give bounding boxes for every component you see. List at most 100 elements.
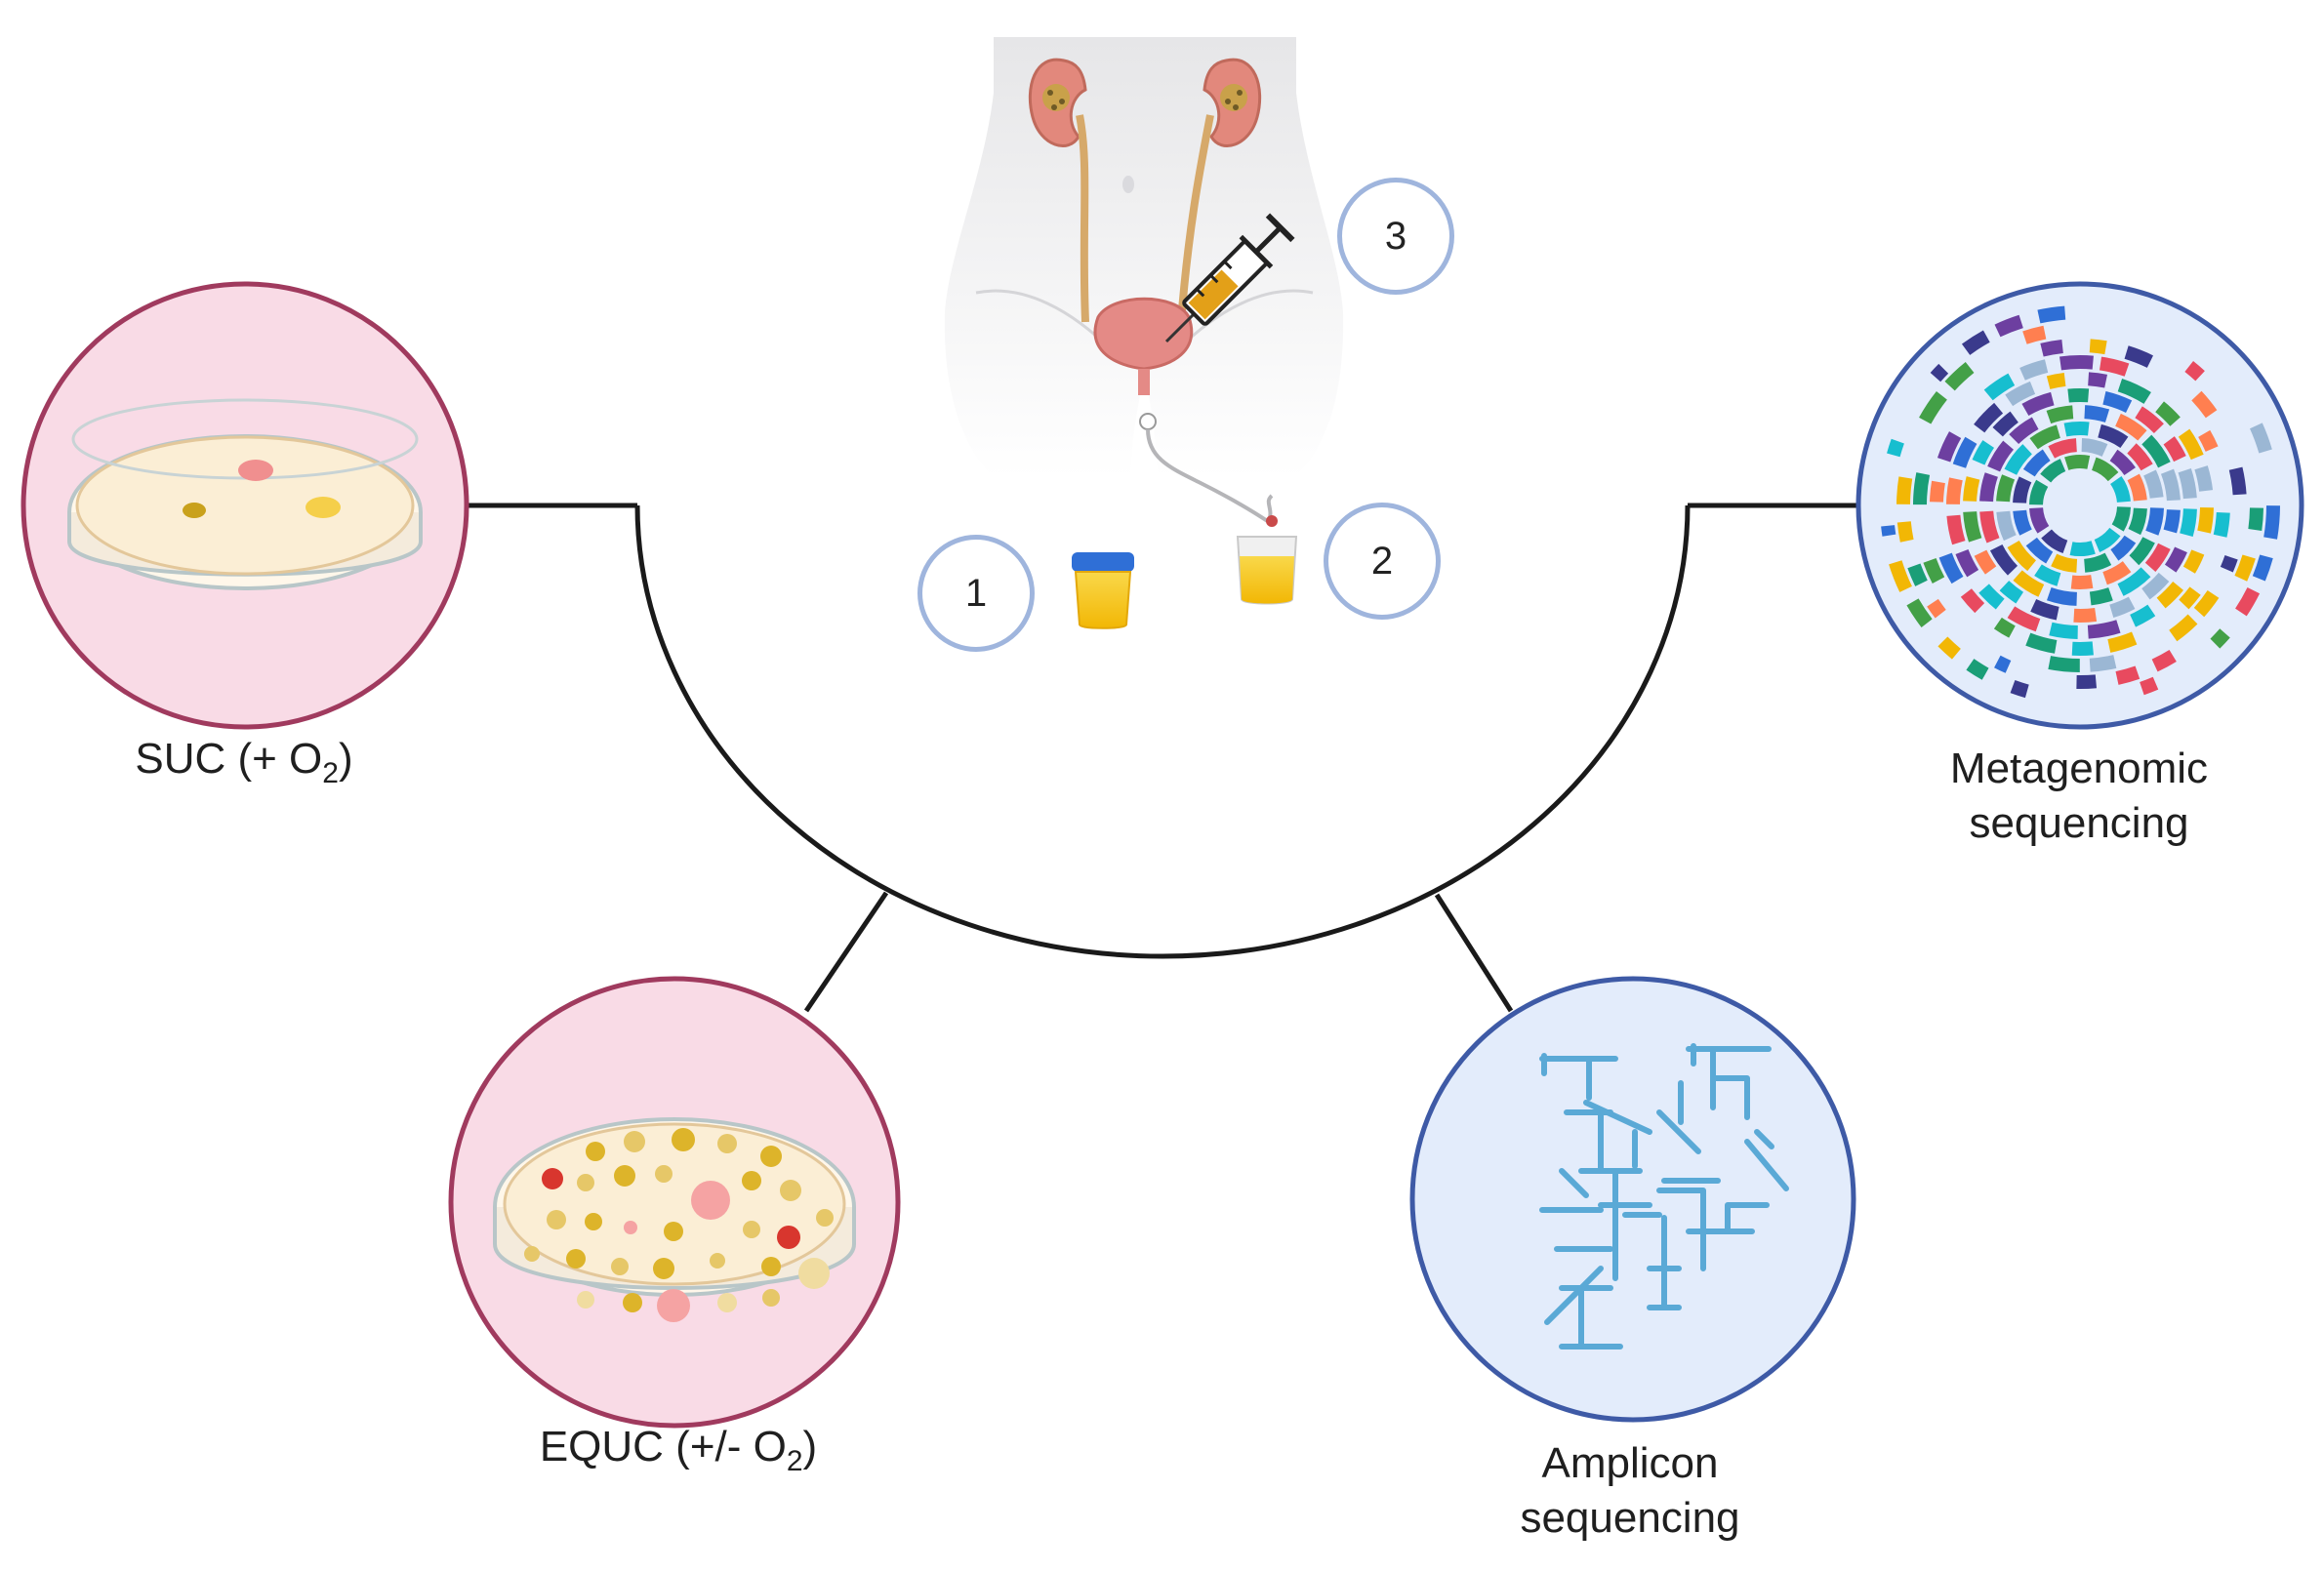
genome-segment — [2263, 505, 2280, 540]
genome-segment — [1927, 598, 1946, 619]
genome-segment — [1994, 314, 2023, 338]
genome-segment — [2117, 567, 2151, 596]
phylogenetic-tree-icon — [1539, 1043, 1789, 1349]
step-1-marker: 1 — [917, 535, 1035, 652]
equc-label: EQUC (+/- O2) — [539, 1423, 818, 1477]
genome-segment — [2037, 305, 2066, 324]
body-silhouette — [944, 37, 1344, 478]
genome-segment — [2163, 436, 2186, 463]
step-2-number: 2 — [1370, 539, 1394, 583]
genome-segment — [2180, 508, 2197, 538]
genome-segment — [1896, 476, 1913, 504]
genome-segment — [1961, 330, 1990, 355]
genome-segment — [1913, 472, 1931, 505]
genome-segment — [2228, 466, 2247, 496]
genome-segment — [2210, 628, 2230, 649]
step-3-marker: 3 — [1337, 178, 1454, 295]
genome-segment — [1896, 521, 1914, 543]
genome-segment — [2182, 549, 2205, 574]
genome-segment — [2194, 465, 2214, 492]
genome-segment — [2127, 443, 2153, 471]
genome-segment — [2049, 622, 2078, 639]
genome-segment — [2197, 506, 2214, 534]
genome-segment — [2071, 641, 2094, 656]
genome-segment — [2022, 449, 2051, 477]
genome-segment — [2145, 507, 2164, 536]
genome-segment — [2234, 554, 2256, 582]
genome-segment — [1955, 548, 1979, 578]
left-kidney — [1028, 58, 1087, 147]
genome-segment — [2102, 560, 2132, 585]
genome-segment — [2144, 543, 2171, 573]
genome-segment — [2124, 345, 2153, 368]
genome-segment — [2063, 422, 2090, 437]
genome-segment — [1963, 510, 1982, 543]
amplicon-circle — [1409, 976, 1856, 1423]
connector-lines — [469, 503, 1857, 1013]
genome-segment — [1996, 474, 2016, 503]
genome-segment — [2252, 554, 2273, 582]
genome-segment — [1907, 563, 1928, 586]
genome-segment — [2064, 455, 2091, 470]
genome-segment — [2143, 469, 2164, 499]
genome-segment — [2040, 340, 2063, 357]
genome-segment — [2098, 423, 2129, 449]
genome-segment — [2129, 537, 2155, 566]
syringe-icon — [1164, 213, 1295, 343]
genome-segment — [2034, 564, 2061, 586]
genome-segment — [2013, 570, 2045, 597]
genome-segment — [1889, 560, 1912, 592]
genome-segment — [1987, 440, 2015, 472]
step-3-number: 3 — [1384, 214, 1407, 258]
genome-segment — [1978, 584, 2005, 610]
genome-segment — [1930, 363, 1949, 383]
genome-segment — [2111, 505, 2131, 532]
genome-segment — [1906, 598, 1933, 627]
metagenomic-circle — [1855, 281, 2304, 730]
genome-segment — [2099, 356, 2130, 377]
suc-label: SUC (+ O2) — [135, 735, 353, 789]
petri-dish-icon — [493, 1117, 856, 1322]
genome-segment — [2019, 359, 2049, 381]
genome-segment — [2046, 586, 2078, 606]
genome-segment — [2067, 387, 2090, 403]
genome-segment — [1938, 552, 1964, 584]
genome-segment — [2110, 535, 2137, 561]
genome-segment — [2005, 381, 2036, 407]
genome-segment — [1974, 402, 2004, 433]
genome-segment — [2141, 572, 2170, 600]
genome-segment — [1952, 436, 1977, 468]
genome-segment — [2009, 417, 2039, 445]
catheter-cup-icon — [1236, 536, 1298, 605]
genome-segment — [2109, 596, 2136, 619]
genome-segment — [2013, 476, 2032, 504]
genome-segment — [2081, 438, 2108, 458]
genome-segment — [2010, 680, 2029, 699]
equc-culture-circle — [448, 976, 901, 1429]
genome-segment — [1966, 659, 1989, 680]
semicircle-arc — [634, 504, 1691, 959]
genome-segment — [2109, 449, 2136, 476]
amplicon-connector — [1434, 893, 1514, 1013]
bladder — [1093, 297, 1194, 371]
genome-segment — [2084, 405, 2110, 423]
genome-segment — [2164, 546, 2187, 573]
genome-segment — [1983, 373, 2016, 401]
genome-segment — [1887, 438, 1904, 458]
genome-segment — [2198, 429, 2219, 452]
genome-segment — [2179, 586, 2201, 610]
genome-segment — [2235, 586, 2261, 617]
genome-segment — [2220, 554, 2238, 573]
genome-segment — [2029, 424, 2061, 450]
genome-segment — [2004, 444, 2033, 476]
genome-segment — [1974, 549, 1997, 575]
genome-segment — [1930, 480, 1945, 503]
genome-segment — [2013, 509, 2032, 536]
urinary-system-icon — [944, 37, 1344, 527]
genome-segment — [2046, 372, 2066, 389]
genome-segment — [1881, 525, 1896, 537]
genome-segment — [1919, 390, 1947, 424]
genome-segment — [2117, 378, 2151, 404]
genome-segment — [1979, 510, 2000, 544]
